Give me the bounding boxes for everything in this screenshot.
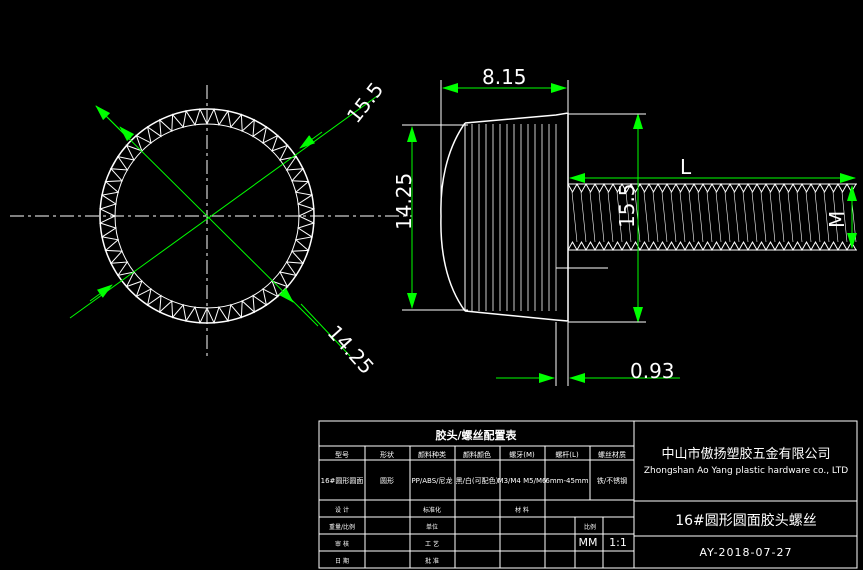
header-cell: 型号 [335, 450, 349, 459]
dim-flange: 0.93 [630, 359, 675, 383]
header-cell: 颜料颜色 [463, 450, 491, 459]
lower-label: 审 核 [335, 540, 349, 548]
front-view-dimensions: 15.5 14.25 [69, 78, 388, 379]
lower-label: 日 期 [335, 557, 349, 565]
side-view-dimensions: 8.15 14.25 15.5 L M 0.93 [392, 65, 857, 386]
lower-label: 材 料 [515, 506, 529, 514]
dim-head-height: 14.25 [392, 173, 416, 230]
drawing-number: AY-2018-07-27 [700, 546, 793, 559]
dim-screw-length: L [680, 155, 692, 179]
table-values: 16#圆形圆面 圆形 PP/ABS/尼龙黑/白(可配色)M3/M4 M5/M66mm… [321, 476, 628, 485]
title-block [318, 420, 858, 569]
company-name-en: Zhongshan Ao Yang plastic hardware co., … [644, 466, 848, 476]
header-cell: 颜料种类 [418, 450, 446, 459]
scale-value: 1:1 [609, 536, 627, 549]
lower-label: 标准化 [423, 506, 441, 514]
knurl-teeth [98, 107, 316, 325]
outer-circle [99, 108, 315, 324]
lower-label: 设 计 [335, 506, 349, 514]
head-ribs [471, 124, 557, 311]
value-cell: 16#圆形圆面 [321, 477, 364, 485]
header-cell: 螺丝材质 [598, 450, 626, 459]
dim-thread-size: M [825, 211, 849, 228]
front-view-knob [10, 85, 412, 358]
table-headers: 型号 形状 颜料种类 颜料颜色 螺牙(M) 螺杆(L) 螺丝材质 [335, 450, 626, 459]
value-cell: 圆形 [380, 477, 394, 485]
value-cell: 铁/不锈钢 [597, 476, 627, 485]
dim-outer-diameter: 15.5 [342, 78, 388, 128]
value-cell: PP/ABS/尼龙 [411, 476, 452, 485]
lower-label: 比例 [584, 523, 596, 531]
lower-label: 工 艺 [425, 540, 439, 548]
part-name: 16#圆形圆面胶头螺丝 [675, 512, 817, 529]
header-cell: 螺杆(L) [555, 450, 579, 459]
lower-label: 重量/比例 [329, 523, 355, 531]
side-view-thread [556, 182, 857, 269]
dim-inner-diameter: 14.25 [323, 320, 379, 379]
header-cell: 形状 [380, 450, 394, 459]
value-cell: 黑/白(可配色) [456, 476, 499, 485]
table-title: 胶头/螺丝配置表 [435, 428, 517, 442]
side-view-knob-head [440, 112, 569, 322]
unit-value: MM [579, 536, 598, 549]
value-cell: M3/M4 M5/M6 [498, 477, 547, 485]
dim-thread-height: 15.5 [615, 183, 639, 228]
lower-labels: 设 计 标准化 材 料重量/比例 单位 比例审 核 工 艺日 期 批 准 [329, 506, 596, 565]
header-cell: 螺牙(M) [509, 450, 535, 459]
title-block-text: 胶头/螺丝配置表 型号 形状 颜料种类 颜料颜色 螺牙(M) 螺杆(L) 螺丝材质 16#圆… [321, 428, 849, 565]
company-name-cn: 中山市傲扬塑胶五金有限公司 [661, 446, 830, 462]
lower-label: 批 准 [425, 557, 439, 565]
dim-head-length: 8.15 [482, 65, 527, 89]
lower-label: 单位 [426, 523, 438, 531]
value-cell: 6mm-45mm [545, 477, 588, 485]
thread-teeth [567, 182, 857, 252]
